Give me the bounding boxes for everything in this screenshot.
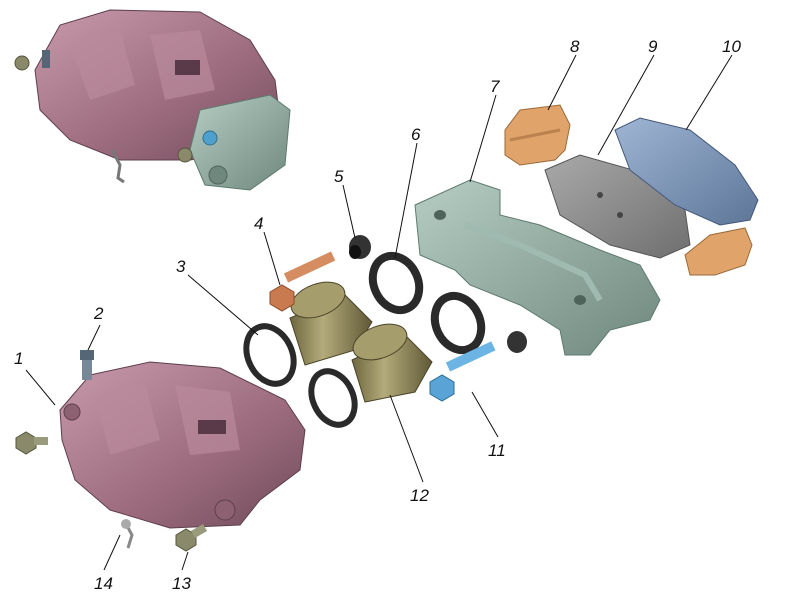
assembled-caliper — [14, 9, 291, 191]
callout-1: 1 — [14, 349, 23, 368]
callout-8: 8 — [570, 37, 580, 56]
callout-12: 12 — [410, 486, 429, 505]
leader-lines — [25, 54, 733, 571]
callout-4: 4 — [254, 214, 263, 233]
callout-5: 5 — [334, 167, 344, 186]
callout-11: 11 — [488, 441, 506, 460]
callout-13: 13 — [172, 574, 191, 593]
part-12-piston — [351, 323, 433, 403]
part-13-bolt — [175, 524, 208, 552]
part-7-caliper-bracket — [414, 179, 661, 356]
callout-14: 14 — [94, 574, 113, 593]
callout-9: 9 — [648, 37, 658, 56]
callout-10: 10 — [722, 37, 741, 56]
mounting-bolt-left — [15, 431, 48, 455]
part-3-piston-seal — [243, 323, 297, 387]
callout-2: 2 — [93, 304, 104, 323]
piston-seal-lower — [308, 368, 358, 428]
guide-boot-lower — [507, 331, 527, 353]
callout-3: 3 — [176, 257, 186, 276]
piston-upper — [289, 281, 373, 366]
part-10-outer-brake-pad — [614, 117, 759, 226]
part-11-guide-pin — [429, 341, 496, 402]
part-8-pad-clip — [504, 104, 571, 166]
part-6-dust-boot — [368, 251, 424, 315]
part-9-inner-brake-pad — [544, 154, 691, 259]
part-5-guide-boot — [349, 235, 371, 259]
pad-clip-lower — [684, 227, 753, 276]
part-1-caliper-body — [59, 361, 306, 529]
part-4-guide-pin — [269, 251, 336, 312]
dust-boot-lower — [430, 291, 486, 355]
callout-6: 6 — [411, 125, 421, 144]
callout-7: 7 — [490, 77, 500, 96]
part-2-bleeder-valve — [80, 350, 94, 380]
callout-labels: 1 2 3 4 5 6 7 8 9 10 11 12 13 14 — [14, 37, 741, 593]
part-14-bleeder-cap — [121, 519, 134, 549]
